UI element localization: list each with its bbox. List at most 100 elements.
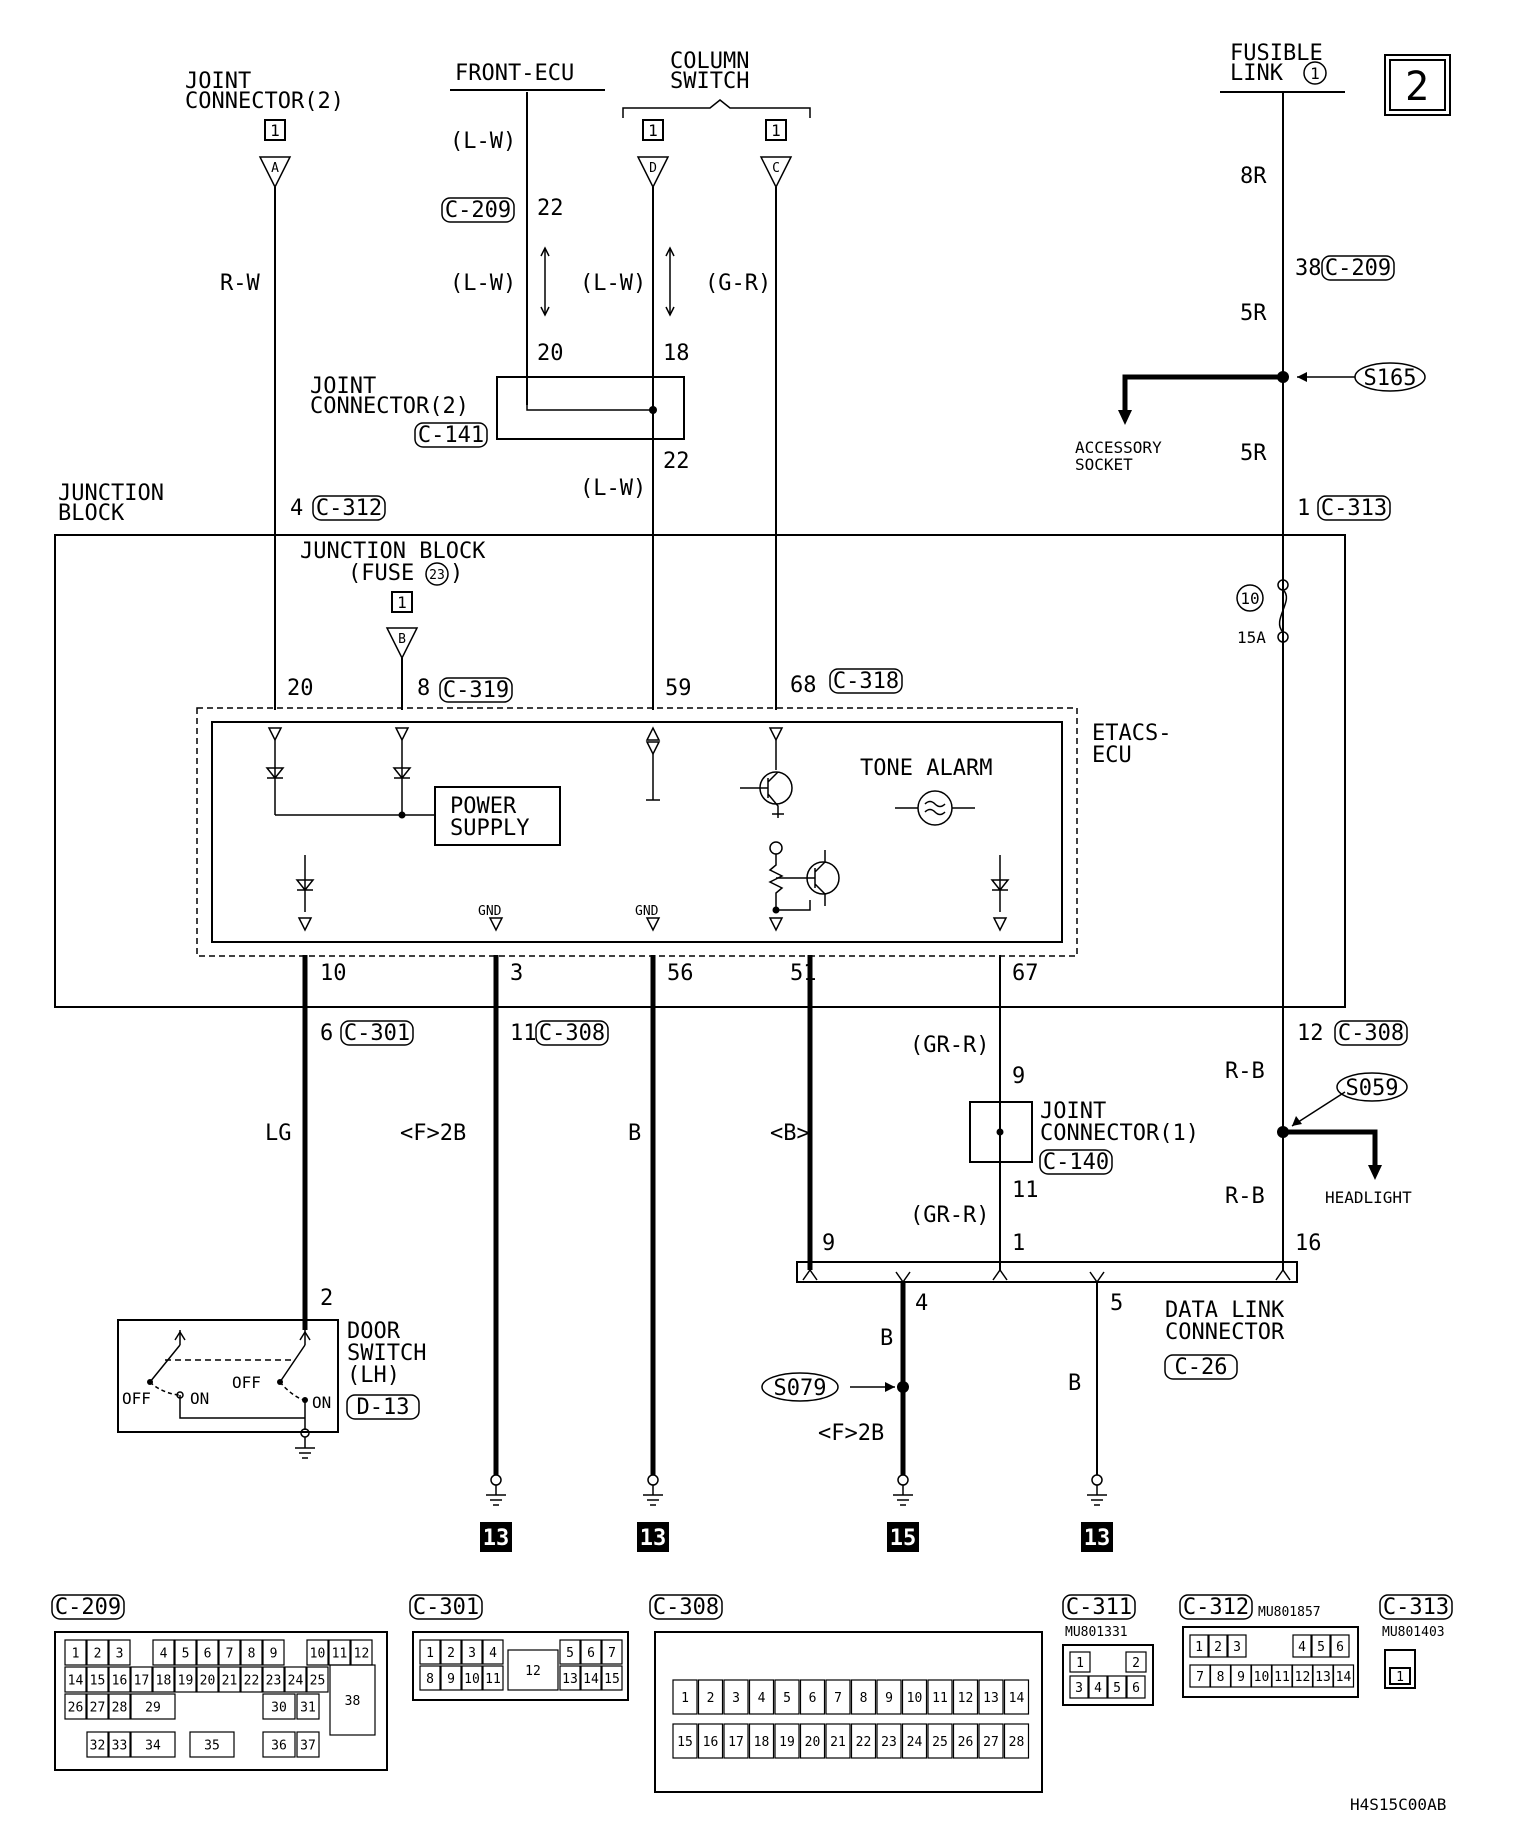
c301-pin-7-label: 7 [608, 1646, 616, 1661]
c319-tag-frame [439, 677, 513, 703]
c301-pin-4-cell [482, 1639, 504, 1665]
c301-pin-10-label: 10 [464, 1672, 480, 1687]
c308-pin-18-cell [748, 1723, 775, 1759]
s059-leader-arrow [1292, 1116, 1302, 1126]
c308-pin-23-cell [876, 1723, 902, 1759]
c209-pin-36-label: 36 [271, 1739, 287, 1754]
c209-pin-11-label: 11 [332, 1647, 348, 1662]
pin-68: 68 [790, 673, 817, 698]
c312-pin-2-label: 2 [1214, 1640, 1222, 1655]
power-supply-label: POWER SUPPLY [450, 794, 529, 841]
marker-d: 1 D [636, 119, 670, 189]
wire-5r-label-b: 5R [1240, 441, 1267, 466]
bidir-arrow-right [665, 246, 675, 317]
wire-headlight [1283, 1129, 1378, 1170]
cv-c311-part: MU801331 [1065, 1625, 1128, 1640]
c301-pin-6-label: 6 [587, 1646, 595, 1661]
page-number-box-inner [1389, 59, 1446, 111]
door-switch-blades [149, 1344, 306, 1383]
cv-c311-tag-frame [1062, 1594, 1136, 1620]
c311-pin-6-cell [1126, 1675, 1146, 1699]
bidir-arrow-right-heads [665, 246, 675, 317]
c209-pin-10-label: 10 [310, 1647, 326, 1662]
c308-pin-24-label: 24 [907, 1735, 923, 1750]
tone-alarm-symbol [917, 790, 953, 826]
joint-connector-2-mid-line2: CONNECTOR(2) [310, 394, 469, 419]
wire-rb-top: R-B [1225, 1059, 1265, 1084]
c209-pin-34-cell [130, 1731, 176, 1758]
c26-tag-frame [1164, 1354, 1238, 1380]
wire-b-51-label: <B> [770, 1121, 810, 1146]
c209-pin-23-label: 23 [266, 1674, 282, 1689]
s079-tag-frame [761, 1372, 839, 1402]
pin-11: 11 [510, 1021, 537, 1046]
c141-tag-frame [414, 422, 488, 448]
c209-pin-2-cell [86, 1639, 109, 1666]
c308-pin-17-label: 17 [728, 1735, 744, 1750]
pin-4: 4 [290, 496, 303, 521]
c308-pin-7-cell [825, 1679, 851, 1715]
cv-c313-body [1384, 1649, 1416, 1689]
door-switch-on1: ON [190, 1389, 209, 1408]
fuse10-element [1278, 589, 1288, 633]
c308-pin-3-cell [723, 1679, 749, 1715]
c308-pin-17-cell [723, 1723, 749, 1759]
marker-b-triangle [385, 627, 419, 660]
pin-2: 2 [320, 1286, 333, 1311]
c308-pin-14-cell [1003, 1679, 1030, 1715]
marker-b: 1 B [385, 591, 419, 660]
c311-pin-3-cell [1069, 1675, 1089, 1699]
door-switch-line2: SWITCH [347, 1341, 426, 1366]
pin-5: 5 [1110, 1291, 1123, 1316]
c308-tag-a-text: C-308 [539, 1021, 605, 1046]
c313-tag-frame [1317, 495, 1391, 521]
joint-connector-2-box [496, 376, 685, 440]
gnd-label-1: GND [478, 904, 502, 919]
cv-c209-tag-frame [51, 1594, 125, 1620]
joint-connector-2-internal [526, 377, 653, 411]
marker-b-box [391, 591, 413, 613]
joint-connector-1-box [969, 1101, 1033, 1163]
cv-c301-tag-frame [409, 1594, 483, 1620]
ground-5-symbol [1087, 1485, 1107, 1506]
pin-22b: 22 [663, 449, 690, 474]
joint-connector-2-node [649, 406, 657, 414]
c209-tag-fusible: C-209 [1321, 255, 1395, 281]
wire-f2b-bot-label: <F>2B [818, 1421, 884, 1446]
c311-pin-4-cell [1088, 1675, 1108, 1699]
c311-pin-3-label: 3 [1075, 1681, 1083, 1696]
c301-pin-2-cell [440, 1639, 462, 1665]
c209-pin-38-label: 38 [345, 1694, 361, 1709]
junction-block-label: JUNCTION BLOCK [58, 481, 164, 526]
c301-pin-1-cell [419, 1639, 441, 1665]
c301-pin-12-cell [507, 1649, 559, 1691]
c209-tag-front-frame [441, 197, 515, 223]
jc1-line1: JOINT [1040, 1099, 1106, 1124]
joint-connector-2-mid-label: JOINT CONNECTOR(2) [310, 374, 469, 419]
c308-pin-28-cell [1003, 1723, 1030, 1759]
marker-a-box [264, 119, 286, 141]
door-switch-dash-links [149, 1381, 306, 1401]
ground-56-symbol [643, 1485, 663, 1506]
c308-pin-6-cell [799, 1679, 826, 1715]
c311-pin-4-label: 4 [1094, 1681, 1102, 1696]
c308-pin-26-cell [952, 1723, 979, 1759]
wire-lw-below-jc: (L-W) [580, 476, 646, 501]
c301-tag: C-301 [340, 1020, 414, 1046]
wire-b-5-label: B [1068, 1371, 1081, 1396]
c308-pin-26-label: 26 [958, 1735, 974, 1750]
c308-pin-22-label: 22 [856, 1735, 872, 1750]
data-link-pins [802, 1268, 1291, 1284]
joint-connector-1-node [996, 1128, 1004, 1136]
c319-tag: C-319 [439, 677, 513, 703]
accessory-line1: ACCESSORY [1075, 438, 1162, 457]
door-switch-returns [179, 1395, 306, 1430]
c308-pin-9-cell [876, 1679, 902, 1715]
s059-leader [1291, 1091, 1346, 1127]
etacs-term-51 [768, 917, 784, 932]
c308-tag-b-text: C-308 [1338, 1021, 1404, 1046]
c209-pin-36-cell [262, 1731, 296, 1758]
c301-pin-14-cell [580, 1665, 602, 1691]
c308-pin-22-cell [850, 1723, 877, 1759]
